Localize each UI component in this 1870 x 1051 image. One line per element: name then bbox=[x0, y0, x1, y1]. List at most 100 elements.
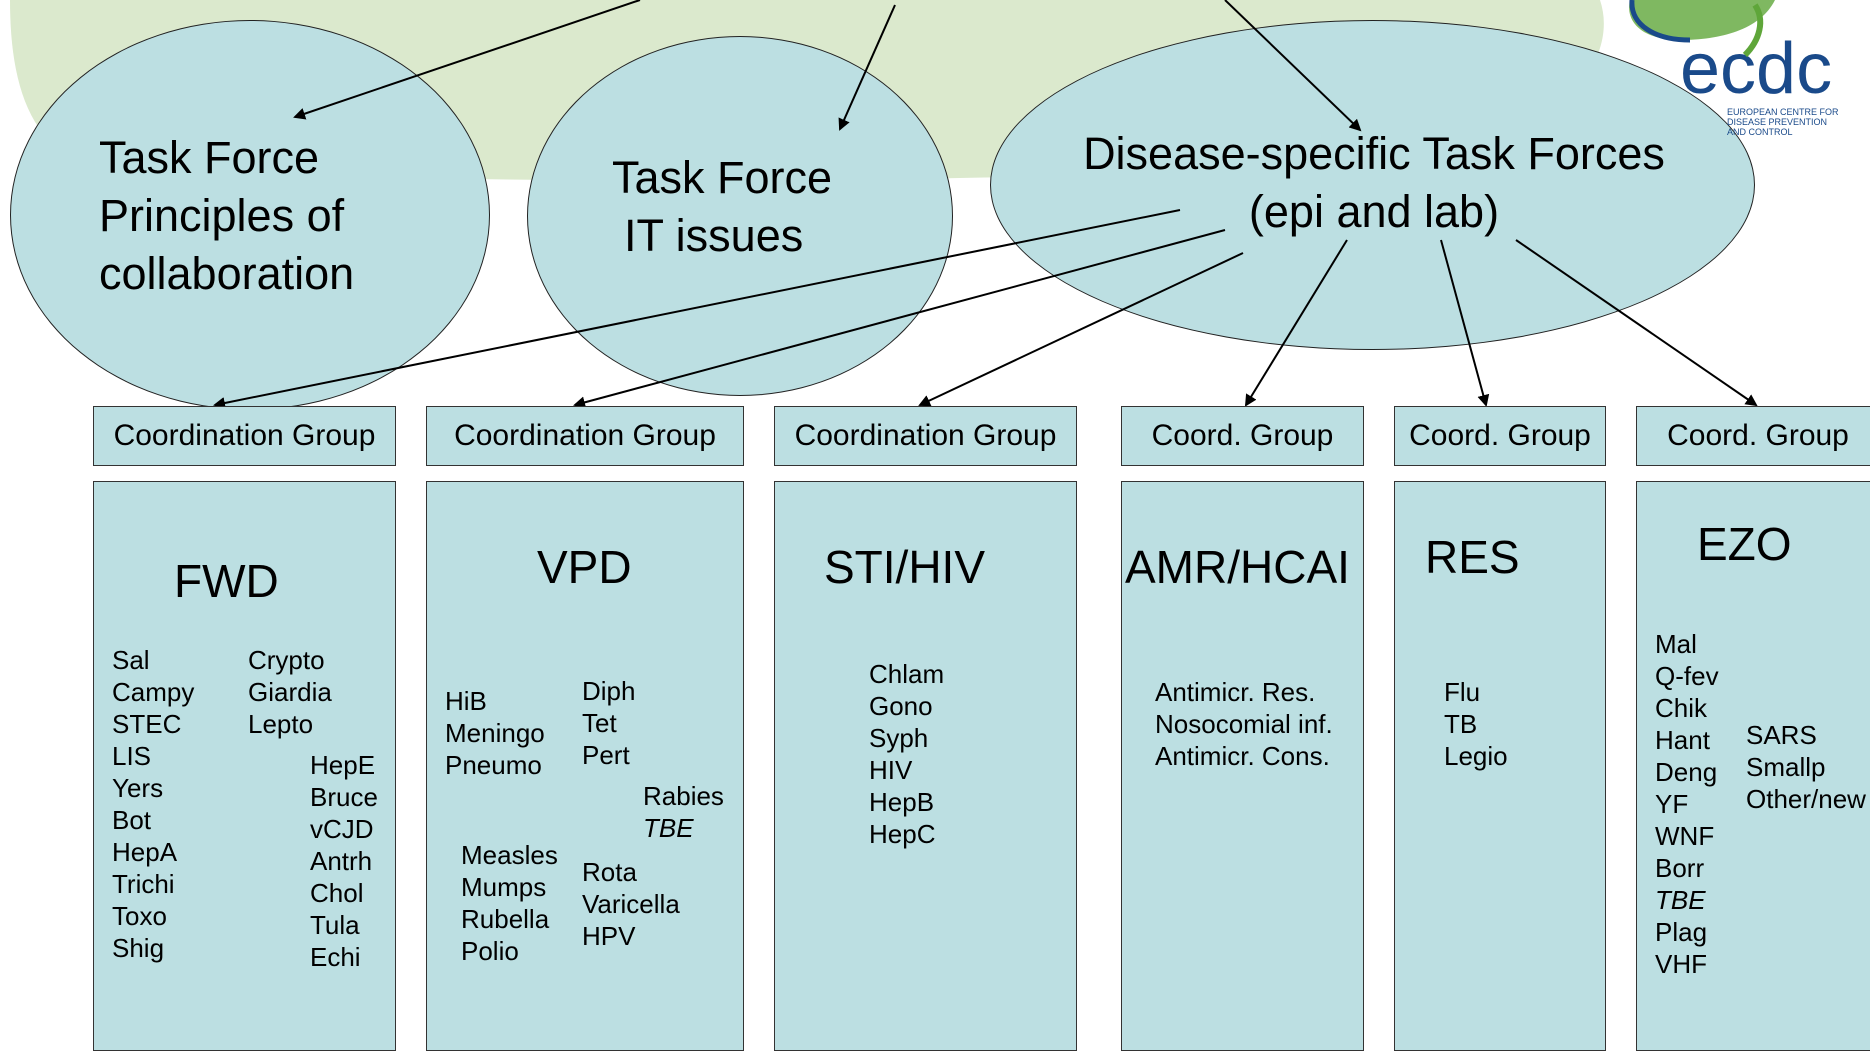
list-item: HPV bbox=[582, 921, 636, 951]
list-item: Pneumo bbox=[445, 750, 542, 780]
fwd-column-3: HepE Bruce vCJD Antrh Chol Tula Echi bbox=[310, 749, 378, 973]
ezo-column-1: Mal Q-fev Chik Hant Deng YF WNF Borr TBE… bbox=[1655, 628, 1719, 980]
list-item: Trichi bbox=[112, 869, 175, 899]
vpd-column-1: HiB Meningo Pneumo bbox=[445, 685, 545, 781]
list-item: Q-fev bbox=[1655, 661, 1719, 691]
ezo-box: EZO Mal Q-fev Chik Hant Deng YF WNF Borr… bbox=[1636, 481, 1870, 1051]
vpd-column-5: Rota Varicella HPV bbox=[582, 856, 680, 952]
coordination-group-sti: Coordination Group bbox=[774, 406, 1077, 466]
amr-hcai-box: AMR/HCAI Antimicr. Res. Nosocomial inf. … bbox=[1121, 481, 1364, 1051]
coordination-group-amr: Coord. Group bbox=[1121, 406, 1364, 466]
list-item: Borr bbox=[1655, 853, 1705, 883]
list-item: Mumps bbox=[461, 872, 547, 902]
vpd-column-4: Measles Mumps Rubella Polio bbox=[461, 839, 558, 967]
list-item: Echi bbox=[310, 942, 361, 972]
list-item: VHF bbox=[1655, 949, 1707, 979]
list-item: Varicella bbox=[582, 889, 680, 919]
coordination-group-vpd: Coordination Group bbox=[426, 406, 744, 466]
list-item: Rota bbox=[582, 857, 637, 887]
fwd-box: FWD Sal Campy STEC LIS Yers Bot HepA Tri… bbox=[93, 481, 396, 1051]
list-item: Tet bbox=[582, 708, 617, 738]
task-force-it-line-1: Task Force bbox=[612, 152, 833, 203]
vpd-box: VPD HiB Meningo Pneumo Diph Tet Pert Rab… bbox=[426, 481, 744, 1051]
ezo-title: EZO bbox=[1697, 518, 1792, 570]
coordination-group-ezo: Coord. Group bbox=[1636, 406, 1870, 466]
list-item: TBE bbox=[643, 813, 694, 843]
list-item: Diph bbox=[582, 676, 636, 706]
list-item: Flu bbox=[1444, 677, 1481, 707]
list-item: HepA bbox=[112, 837, 178, 867]
res-column-1: Flu TB Legio bbox=[1444, 676, 1508, 772]
list-item: Tula bbox=[310, 910, 360, 940]
list-item: Plag bbox=[1655, 917, 1708, 947]
amr-hcai-title: AMR/HCAI bbox=[1125, 541, 1350, 593]
list-item: Gono bbox=[869, 691, 933, 721]
list-item: Measles bbox=[461, 840, 558, 870]
ecdc-logo-line-3: AND CONTROL bbox=[1727, 127, 1793, 137]
list-item: Antimicr. Res. bbox=[1155, 677, 1316, 707]
coordination-group-res: Coord. Group bbox=[1394, 406, 1606, 466]
ecdc-logo-subtitle: EUROPEAN CENTRE FOR DISEASE PREVENTION A… bbox=[1727, 107, 1870, 137]
amr-hcai-column-1: Antimicr. Res. Nosocomial inf. Antimicr.… bbox=[1155, 676, 1333, 772]
sti-hiv-column-1: Chlam Gono Syph HIV HepB HepC bbox=[869, 658, 944, 850]
list-item: Yers bbox=[112, 773, 164, 803]
list-item: Antrh bbox=[310, 846, 373, 876]
list-item: Bruce bbox=[310, 782, 378, 812]
list-item: Smallp bbox=[1746, 752, 1826, 782]
list-item: Giardia bbox=[248, 677, 332, 707]
list-item: TBE bbox=[1655, 885, 1706, 915]
list-item: WNF bbox=[1655, 821, 1715, 851]
ecdc-logo-line-2: DISEASE PREVENTION bbox=[1727, 117, 1828, 127]
list-item: Toxo bbox=[112, 901, 167, 931]
list-item: Sal bbox=[112, 645, 150, 675]
list-item: HepB bbox=[869, 787, 935, 817]
list-item: Hant bbox=[1655, 725, 1710, 755]
fwd-title: FWD bbox=[174, 555, 279, 607]
task-force-principles-line-2: Principles of bbox=[99, 190, 345, 241]
coordination-group-fwd: Coordination Group bbox=[93, 406, 396, 466]
task-force-principles-line-3: collaboration bbox=[99, 248, 355, 299]
vpd-column-2: Diph Tet Pert bbox=[582, 675, 635, 771]
list-item: Bot bbox=[112, 805, 152, 835]
list-item: Chol bbox=[310, 878, 364, 908]
list-item: Other/new bbox=[1746, 784, 1866, 814]
list-item: LIS bbox=[112, 741, 152, 771]
vpd-column-3: Rabies TBE bbox=[643, 780, 724, 844]
list-item: Chik bbox=[1655, 693, 1708, 723]
ezo-column-2: SARS Smallp Other/new bbox=[1746, 719, 1866, 815]
list-item: Shig bbox=[112, 933, 165, 963]
disease-task-forces-line-2: (epi and lab) bbox=[1248, 186, 1500, 237]
res-title: RES bbox=[1425, 531, 1520, 583]
ecdc-logo-line-1: EUROPEAN CENTRE FOR bbox=[1727, 107, 1839, 117]
list-item: Campy bbox=[112, 677, 195, 707]
sti-hiv-box: STI/HIV Chlam Gono Syph HIV HepB HepC bbox=[774, 481, 1077, 1051]
res-box: RES Flu TB Legio bbox=[1394, 481, 1606, 1051]
list-item: Lepto bbox=[248, 709, 314, 739]
ecdc-logo-mark: ecdc bbox=[1629, 0, 1832, 109]
list-item: Nosocomial inf. bbox=[1155, 709, 1333, 739]
sti-hiv-title: STI/HIV bbox=[824, 541, 986, 593]
list-item: STEC bbox=[112, 709, 182, 739]
fwd-column-2: Crypto Giardia Lepto bbox=[248, 644, 332, 740]
list-item: Meningo bbox=[445, 718, 545, 748]
list-item: vCJD bbox=[310, 814, 374, 844]
vpd-title: VPD bbox=[537, 541, 632, 593]
list-item: Chlam bbox=[869, 659, 945, 689]
list-item: HiB bbox=[445, 686, 487, 716]
list-item: Syph bbox=[869, 723, 929, 753]
list-item: HepE bbox=[310, 750, 376, 780]
list-item: Mal bbox=[1655, 629, 1697, 659]
list-item: Pert bbox=[582, 740, 630, 770]
task-force-principles-line-1: Task Force bbox=[99, 132, 320, 183]
list-item: SARS bbox=[1746, 720, 1817, 750]
list-item: Rubella bbox=[461, 904, 550, 934]
list-item: TB bbox=[1444, 709, 1478, 739]
fwd-column-1: Sal Campy STEC LIS Yers Bot HepA Trichi … bbox=[112, 644, 194, 964]
list-item: HIV bbox=[869, 755, 913, 785]
list-item: Rabies bbox=[643, 781, 724, 811]
list-item: Deng bbox=[1655, 757, 1718, 787]
task-force-it-line-2: IT issues bbox=[624, 210, 804, 261]
list-item: HepC bbox=[869, 819, 936, 849]
list-item: YF bbox=[1655, 789, 1689, 819]
list-item: Crypto bbox=[248, 645, 325, 675]
